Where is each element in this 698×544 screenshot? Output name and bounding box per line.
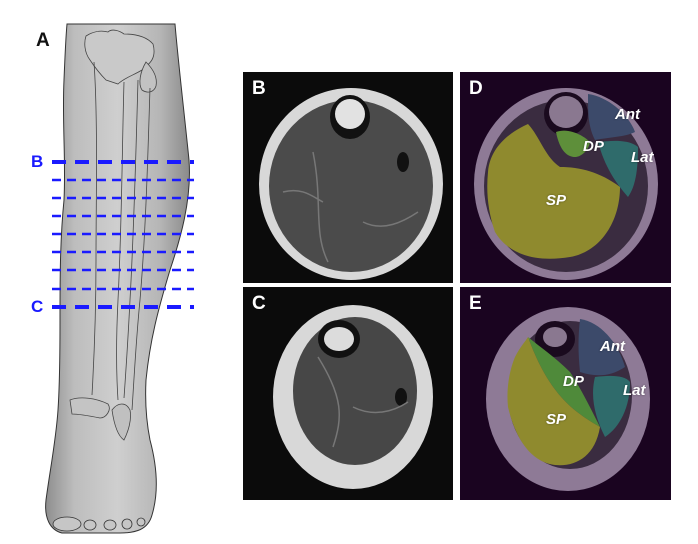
leg-drawing (45, 23, 194, 534)
region-label-lat: Lat (631, 149, 654, 166)
panel-label-b: B (252, 78, 266, 99)
segmented-cross-section-e (486, 307, 650, 491)
panel-label-e: E (469, 293, 482, 314)
region-label-dp: DP (583, 138, 604, 155)
region-label-sp: SP (546, 192, 567, 209)
region-label-ant: Ant (600, 338, 625, 355)
region-label-lat: Lat (623, 382, 646, 399)
panel-d-segmented-mri: D Ant Lat DP SP (460, 72, 671, 283)
segmented-cross-section-d (474, 88, 658, 280)
mri-cross-section-b (259, 88, 443, 280)
region-label-dp: DP (563, 373, 584, 390)
panel-label-a: A (36, 30, 50, 51)
panel-label-d: D (469, 78, 483, 99)
region-label-ant: Ant (615, 106, 640, 123)
cut-label-b: B (31, 152, 44, 171)
cut-lines (52, 160, 194, 309)
cut-label-c: C (31, 297, 44, 316)
region-label-sp: SP (546, 411, 567, 428)
panel-label-c: C (252, 293, 266, 314)
panel-a-leg-illustration (0, 0, 230, 544)
mri-cross-section-c (273, 305, 433, 489)
panel-b-mri: B (243, 72, 453, 283)
panel-c-mri: C (243, 287, 453, 500)
panel-e-segmented-mri: E Ant Lat DP SP (460, 287, 671, 500)
